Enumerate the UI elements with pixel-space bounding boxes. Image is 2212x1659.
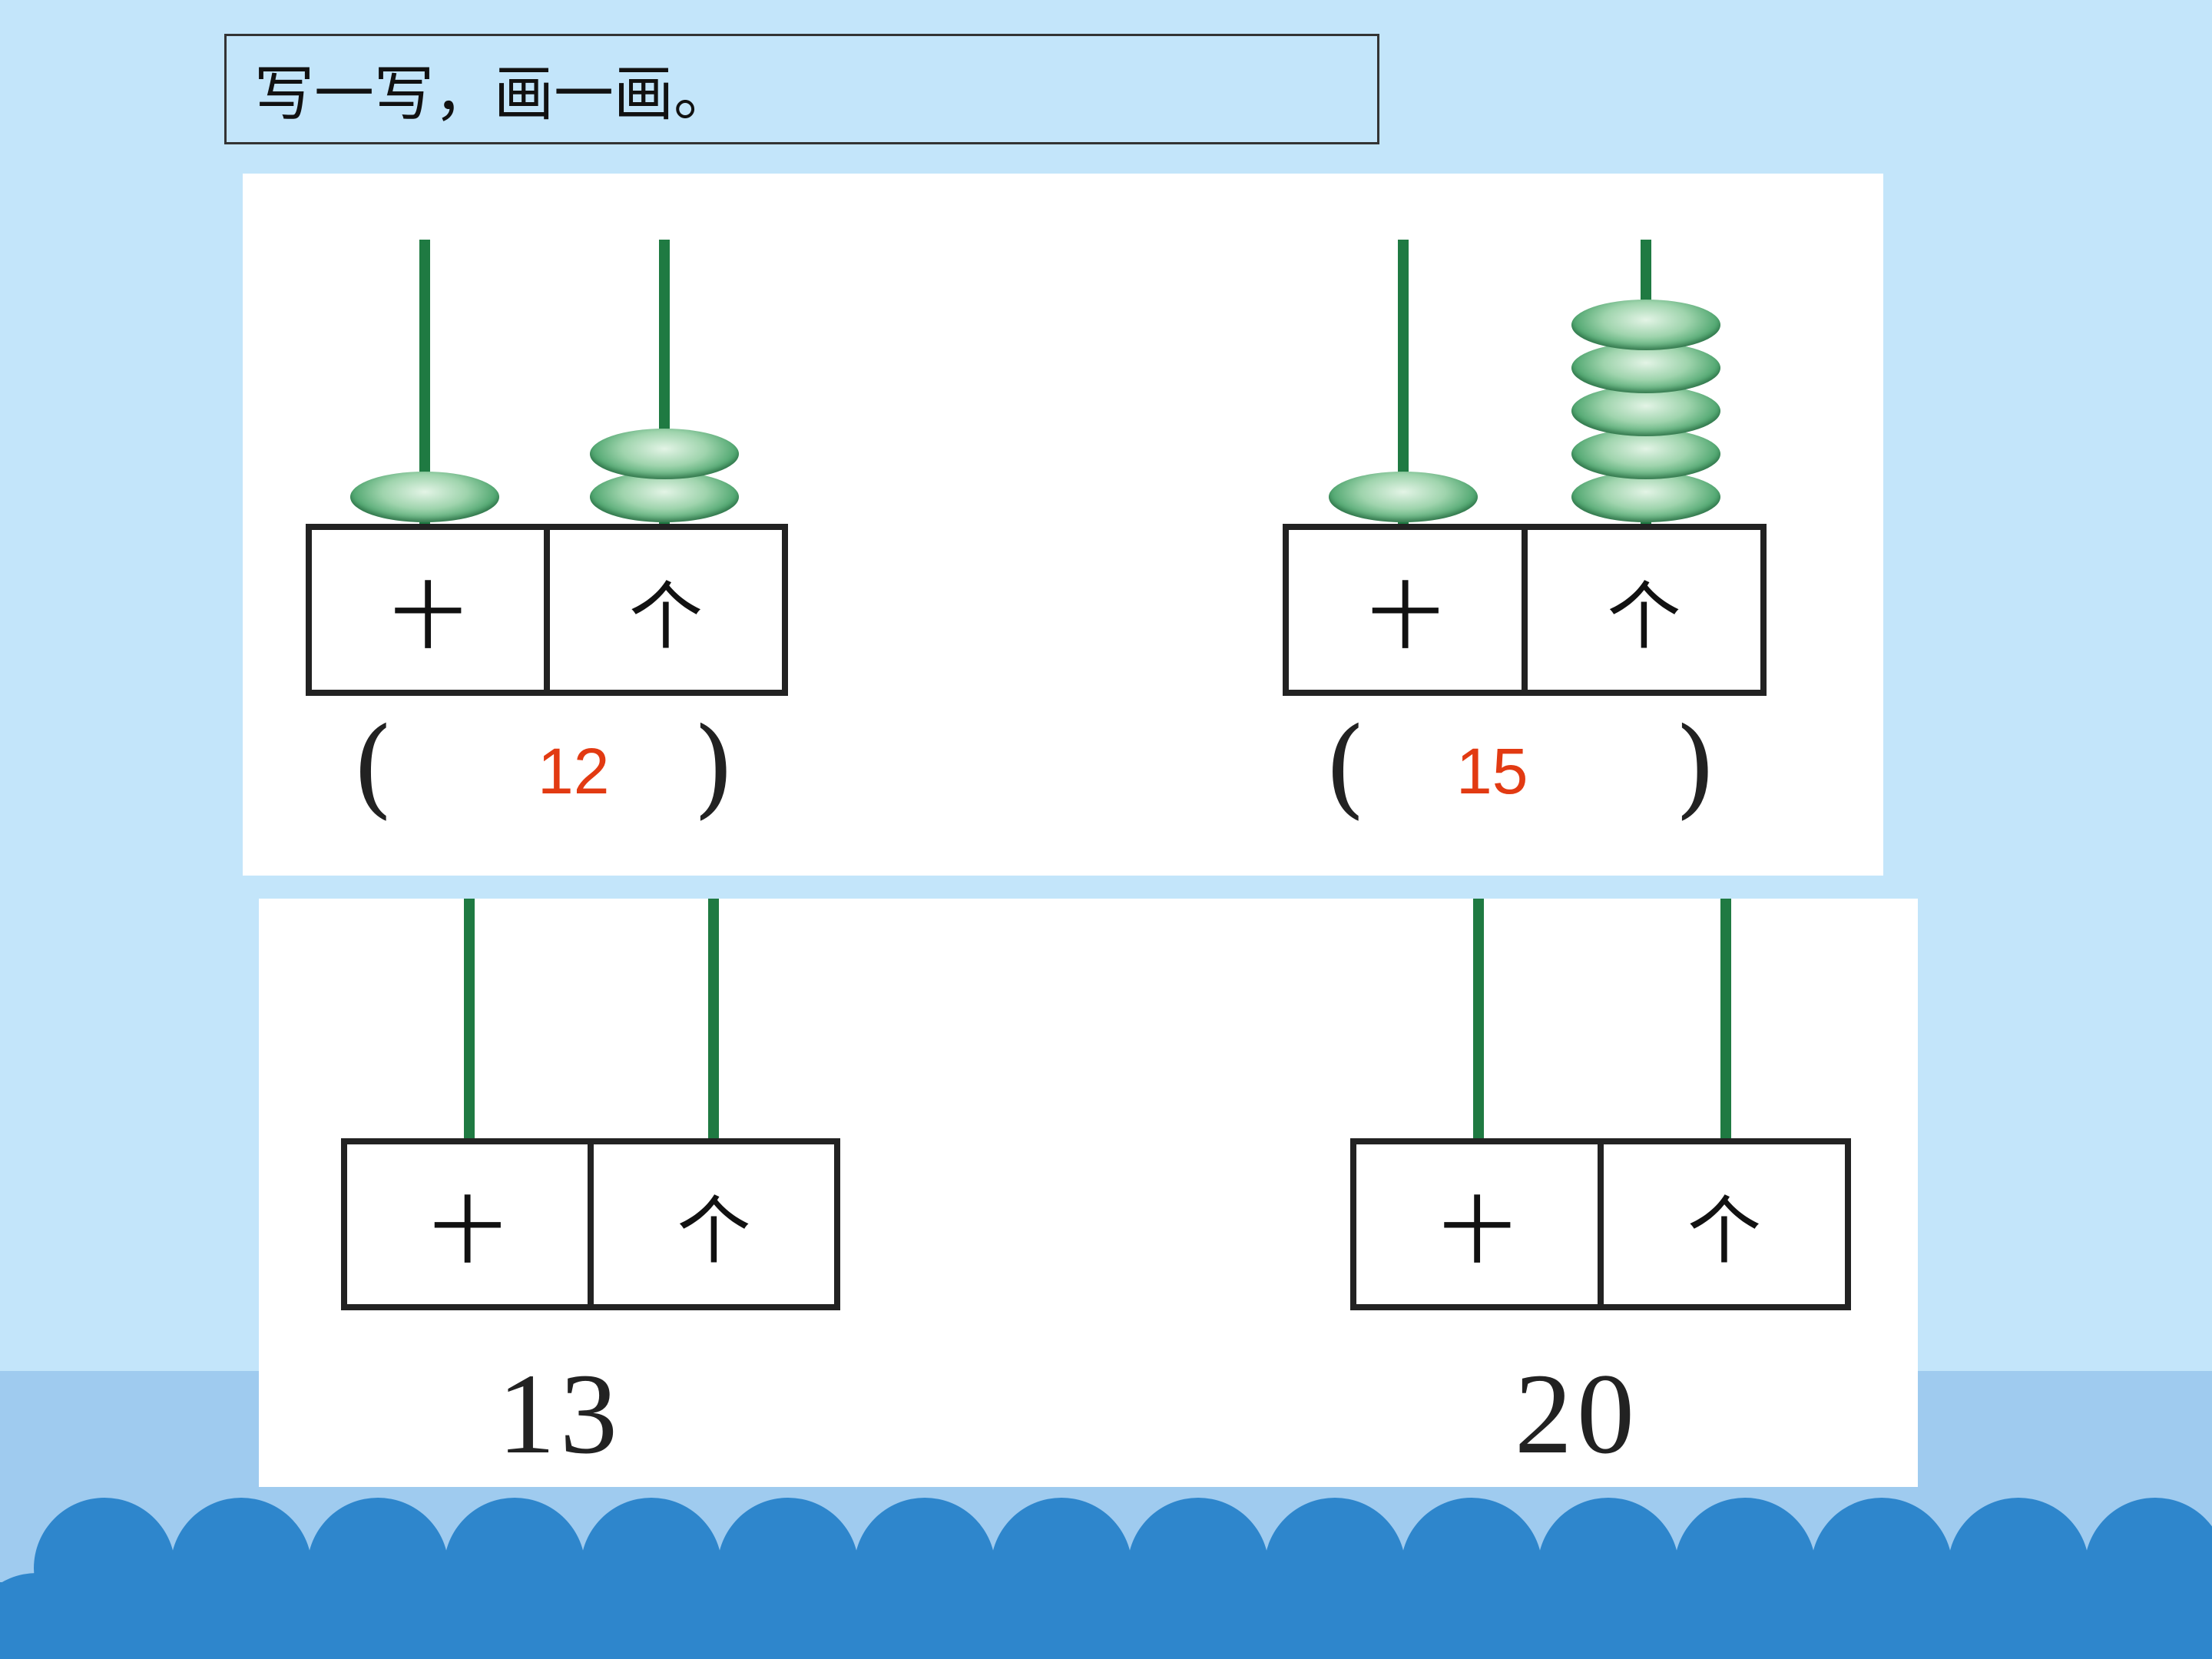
instruction-title: 写一写，画一画。 (254, 60, 734, 129)
ones-cell: 个 (1522, 530, 1760, 690)
abacus-bead (1571, 386, 1720, 436)
open-paren: ( (352, 705, 394, 830)
ones-cell: 个 (588, 1144, 834, 1304)
close-paren: ) (693, 705, 735, 830)
abacus-bead (590, 472, 739, 522)
abacus-bead (1571, 429, 1720, 479)
tens-rod (1398, 240, 1409, 525)
tens-cell: 十 (1440, 1187, 1514, 1274)
ones-cell: 个 (544, 530, 782, 690)
open-paren: ( (1324, 705, 1366, 830)
abacus-bead (1571, 300, 1720, 350)
place-value-box: 十 个 (1350, 1138, 1851, 1310)
abacus-bead (590, 429, 739, 479)
place-value-box: 十 个 (306, 524, 788, 696)
abacus-bead (350, 472, 499, 522)
abacus-bead (1571, 343, 1720, 393)
tens-cell: 十 (430, 1187, 505, 1274)
number-label: 20 (1515, 1350, 1639, 1478)
place-value-box: 十 个 (341, 1138, 840, 1310)
abacus-bead (1329, 472, 1478, 522)
answer-text[interactable]: 12 (538, 735, 610, 807)
number-label: 13 (498, 1350, 622, 1478)
place-value-box: 十 个 (1283, 524, 1767, 696)
tens-cell: 十 (391, 573, 465, 660)
ones-rod[interactable] (1720, 899, 1731, 1140)
abacus-bead (1571, 472, 1720, 522)
instruction-title-box: 写一写，画一画。 (224, 34, 1379, 144)
ones-cell: 个 (1598, 1144, 1845, 1304)
tens-cell: 十 (1368, 573, 1442, 660)
answer-text[interactable]: 15 (1456, 735, 1528, 807)
close-paren: ) (1674, 705, 1717, 830)
ones-rod[interactable] (708, 899, 719, 1140)
tens-rod (419, 240, 430, 525)
tens-rod[interactable] (1473, 899, 1484, 1140)
decorative-waves (0, 1498, 2212, 1659)
tens-rod[interactable] (464, 899, 475, 1140)
